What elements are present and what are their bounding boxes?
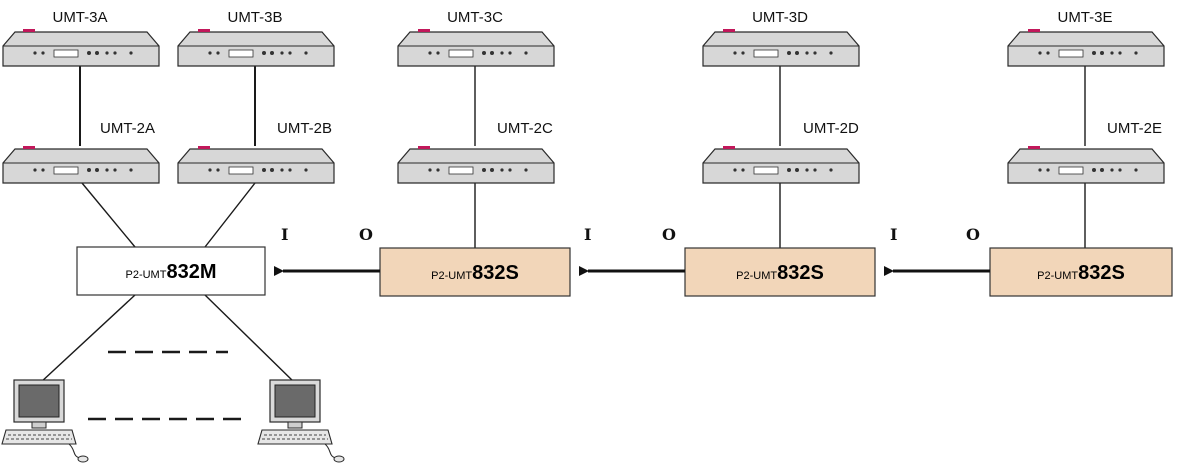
switch-model-label: P2-UMT832S xyxy=(736,262,824,284)
device-label: UMT-3D xyxy=(752,9,808,26)
switch-model-label: P2-UMT832M xyxy=(126,261,217,283)
port-in-label: I xyxy=(281,225,288,244)
umt-console-device-icon xyxy=(1007,145,1165,184)
device-label: UMT-2B xyxy=(277,120,332,137)
umt-console-device-icon xyxy=(177,145,335,184)
umt-console-device-icon xyxy=(702,28,860,67)
connections xyxy=(39,66,1086,384)
port-in-label: I xyxy=(890,225,897,244)
device-umt-3b: UMT-3B xyxy=(177,9,335,67)
switch-slave-1: P2-UMT832S xyxy=(379,247,571,297)
switch-slave-3: P2-UMT832S xyxy=(989,247,1173,297)
switch-model-label: P2-UMT832S xyxy=(1037,262,1125,284)
port-out-label: O xyxy=(966,225,980,244)
computer-workstation-icon xyxy=(257,379,345,463)
switch-slave-2: P2-UMT832S xyxy=(684,247,876,297)
device-label: UMT-2E xyxy=(1107,120,1162,137)
device-label: UMT-3B xyxy=(227,9,282,26)
umt-console-device-icon xyxy=(397,145,555,184)
device-umt-3d: UMT-3D xyxy=(702,9,860,67)
device-umt-3e: UMT-3E xyxy=(1007,9,1165,67)
device-label: UMT-2A xyxy=(100,120,155,137)
device-label: UMT-2C xyxy=(497,120,553,137)
device-label: UMT-3E xyxy=(1057,9,1112,26)
umt-console-device-icon xyxy=(177,28,335,67)
device-umt-2e: UMT-2E xyxy=(1007,120,1165,184)
umt-console-device-icon xyxy=(1007,28,1165,67)
umt-console-device-icon xyxy=(702,145,860,184)
device-label: UMT-3C xyxy=(447,9,503,26)
port-in-label: I xyxy=(584,225,591,244)
device-umt-2d: UMT-2D xyxy=(702,120,860,184)
device-umt-2c: UMT-2C xyxy=(397,120,555,184)
umt-console-device-icon xyxy=(2,145,160,184)
umt-console-device-icon xyxy=(397,28,555,67)
switch-model-label: P2-UMT832S xyxy=(431,262,519,284)
device-label: UMT-3A xyxy=(52,9,107,26)
computer-workstation-icon xyxy=(1,379,89,463)
umt-console-device-icon xyxy=(2,28,160,67)
device-umt-2a: UMT-2A xyxy=(2,120,160,184)
device-label: UMT-2D xyxy=(803,120,859,137)
port-out-label: O xyxy=(359,225,373,244)
port-out-label: O xyxy=(662,225,676,244)
device-umt-3c: UMT-3C xyxy=(397,9,555,67)
switch-master: P2-UMT832M xyxy=(76,246,266,296)
device-umt-2b: UMT-2B xyxy=(177,120,335,184)
device-umt-3a: UMT-3A xyxy=(2,9,160,67)
